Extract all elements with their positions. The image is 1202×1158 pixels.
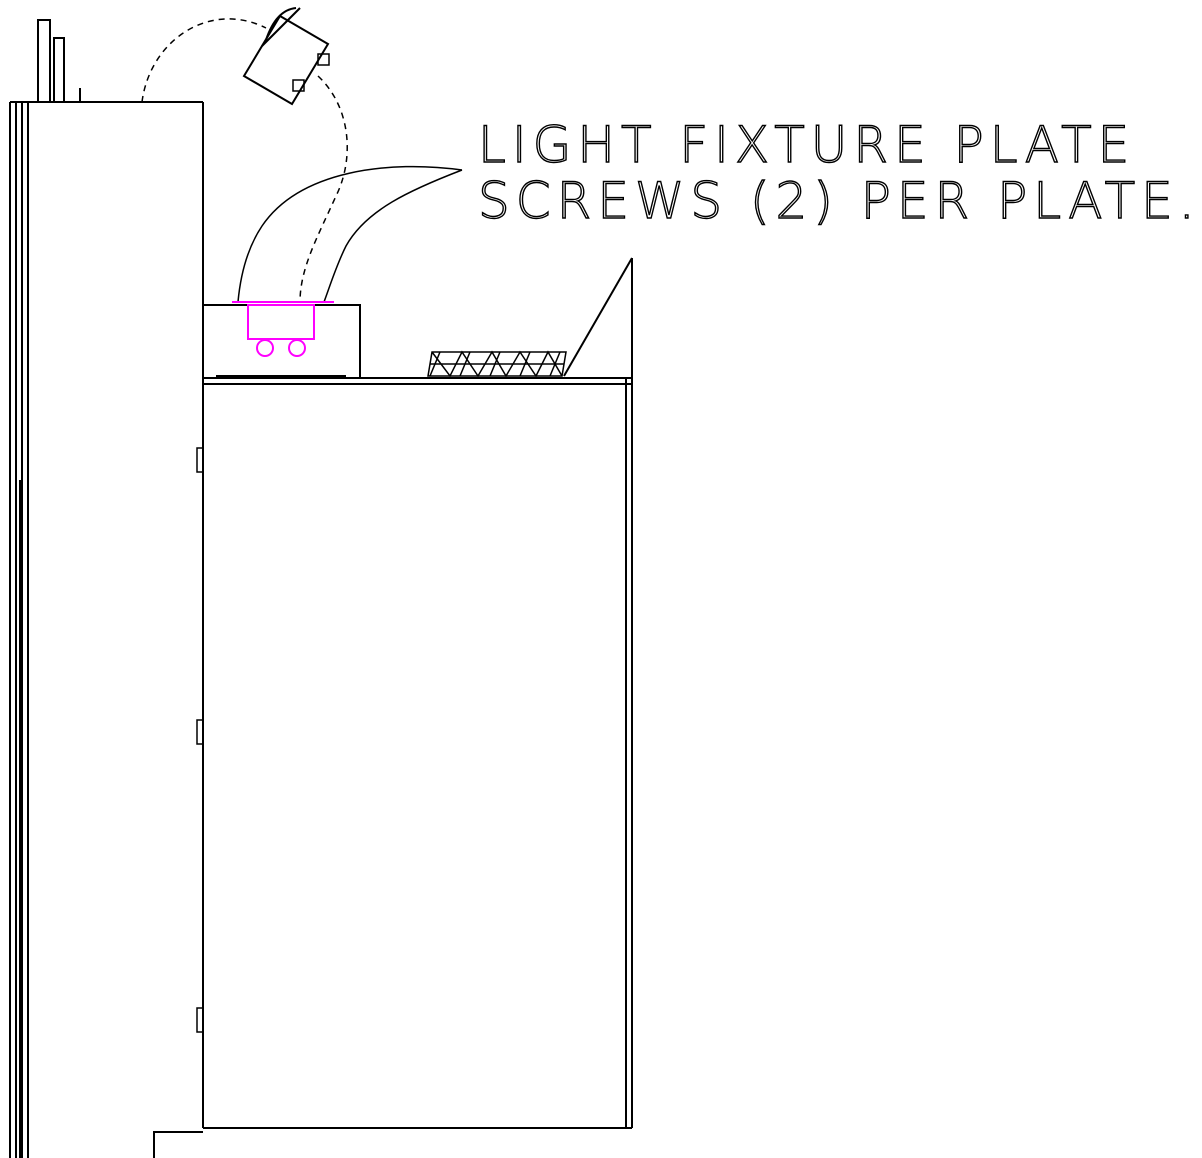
callout-line-1: LIGHT FIXTURE PLATE — [478, 116, 1135, 174]
frame-top-posts — [37, 19, 81, 102]
callout-line-2: SCREWS (2) PER PLATE. — [478, 172, 1201, 230]
callout-leaders — [237, 165, 463, 303]
removal-path — [141, 18, 348, 303]
base-step — [153, 1131, 203, 1158]
cabinet-flap — [563, 257, 633, 377]
fixture-plate — [232, 301, 334, 357]
callout-label: LIGHT FIXTURE PLATE SCREWS (2) PER PLATE… — [477, 115, 1201, 230]
hatched-grille — [427, 350, 567, 378]
detached-fixture — [242, 7, 330, 106]
left-frame — [9, 101, 204, 1158]
cabinet — [196, 258, 633, 1129]
